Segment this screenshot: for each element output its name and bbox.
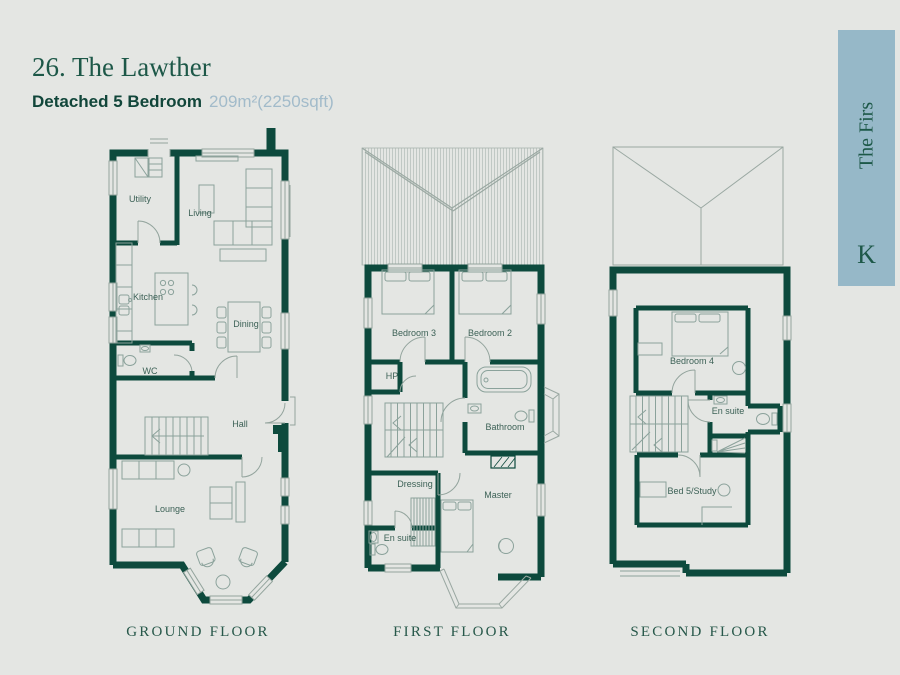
floor-plan-ground: Utility Living Kitchen Dining WC Hall Lo… xyxy=(108,128,296,605)
room-label-bed5-study: Bed 5/Study xyxy=(667,486,717,496)
room-label-ensuite-first: En suite xyxy=(384,533,417,543)
first-furniture xyxy=(368,269,535,556)
first-room-labels: Bedroom 3 Bedroom 2 HP Bathroom Dressing… xyxy=(384,328,525,543)
room-label-lounge: Lounge xyxy=(155,504,185,514)
ground-furniture xyxy=(115,155,273,590)
roof-hatch xyxy=(361,147,544,266)
room-label-kitchen: Kitchen xyxy=(133,292,163,302)
room-label-bathroom: Bathroom xyxy=(485,422,524,432)
development-panel: The Firs K xyxy=(838,30,895,286)
house-type: Detached 5 Bedroom xyxy=(32,92,203,111)
room-label-master: Master xyxy=(484,490,512,500)
room-label-bedroom3: Bedroom 3 xyxy=(392,328,436,338)
room-label-bedroom4: Bedroom 4 xyxy=(670,356,714,366)
house-spec: Detached 5 Bedroom 209m²(2250sqft) xyxy=(32,92,334,112)
room-label-wc: WC xyxy=(143,366,158,376)
second-furniture xyxy=(620,311,778,577)
room-label-living: Living xyxy=(188,208,212,218)
room-label-ensuite-second: En suite xyxy=(712,406,745,416)
room-label-utility: Utility xyxy=(129,194,151,204)
floor-plan-second: Bedroom 4 En suite Bed 5/Study xyxy=(608,146,792,577)
block-letter: K xyxy=(857,240,876,269)
room-label-dining: Dining xyxy=(233,319,259,329)
ground-walls xyxy=(109,128,289,604)
floor-plan-first: Bedroom 3 Bedroom 2 HP Bathroom Dressing… xyxy=(361,147,560,609)
bay-roof-outline xyxy=(439,386,560,609)
second-walls xyxy=(609,266,791,577)
room-label-bedroom2: Bedroom 2 xyxy=(468,328,512,338)
second-windows xyxy=(608,289,792,433)
first-doors xyxy=(394,336,491,529)
room-label-dressing: Dressing xyxy=(397,479,433,489)
page-title: 26. The Lawther xyxy=(32,52,211,82)
ground-windows xyxy=(108,138,296,605)
airing-cupboard xyxy=(490,455,516,469)
ground-room-labels: Utility Living Kitchen Dining WC Hall Lo… xyxy=(129,194,259,514)
development-name: The Firs xyxy=(855,101,878,170)
room-label-hall: Hall xyxy=(232,419,248,429)
caption-second-floor: SECOND FLOOR xyxy=(630,624,770,640)
roof-outline xyxy=(612,146,784,266)
caption-first-floor: FIRST FLOOR xyxy=(393,624,511,640)
second-doors xyxy=(671,369,711,478)
house-area: 209m²(2250sqft) xyxy=(209,92,334,111)
caption-ground-floor: GROUND FLOOR xyxy=(126,624,270,640)
room-label-hp: HP xyxy=(386,371,399,381)
second-room-labels: Bedroom 4 En suite Bed 5/Study xyxy=(667,356,744,496)
ground-doors xyxy=(137,220,263,478)
